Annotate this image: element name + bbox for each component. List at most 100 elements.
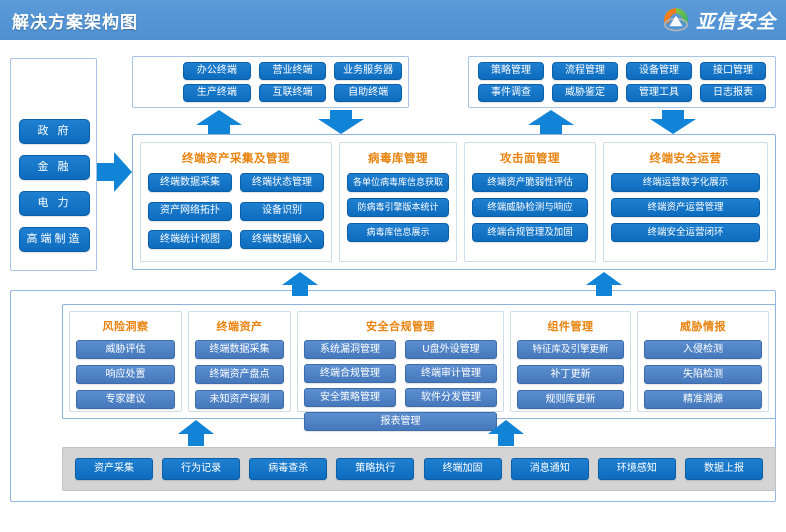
item-terminal-data-input[interactable]: 终端数据输入 xyxy=(240,230,324,250)
mgmt-process[interactable]: 流程管理 xyxy=(552,62,618,80)
page-header: 解决方案架构图 xyxy=(0,0,786,40)
item-asset-vulnerability-assessment[interactable]: 终端资产脆弱性评估 xyxy=(472,173,588,192)
arrow-up-to-platform-left xyxy=(178,420,214,446)
item-signature-engine-update[interactable]: 特征库及引擎更新 xyxy=(517,340,624,359)
panel-items-security-operations: 终端运营数字化展示 终端资产运营管理 终端安全运营闭环 xyxy=(611,173,760,253)
item-ops-closed-loop[interactable]: 终端安全运营闭环 xyxy=(611,223,760,242)
industry-list: 政 府 金 融 电 力 高端制造 xyxy=(19,119,90,252)
panel-items-security-compliance: 系统漏洞管理 U盘外设管理 终端合规管理 终端审计管理 安全策略管理 软件分发管… xyxy=(304,340,497,431)
item-patch-update[interactable]: 补丁更新 xyxy=(517,365,624,384)
agent-message-notification[interactable]: 消息通知 xyxy=(510,458,589,480)
item-rule-library-update[interactable]: 规则库更新 xyxy=(517,390,624,409)
panel-attack-surface: 攻击面管理 终端资产脆弱性评估 终端威胁检测与响应 终端合规管理及加固 xyxy=(464,142,596,262)
item-compromise-detection[interactable]: 失陷检测 xyxy=(644,365,762,384)
panel-items-risk-insight: 威胁评估 响应处置 专家建议 xyxy=(76,340,175,409)
panel-endpoint-assets: 终端资产 终端数据采集 终端资产盘点 未知资产探测 xyxy=(188,311,291,412)
item-endpoint-asset-inventory[interactable]: 终端资产盘点 xyxy=(195,365,284,384)
panel-title-asset-collection: 终端资产采集及管理 xyxy=(182,153,290,165)
industry-sidebar: 政 府 金 融 电 力 高端制造 xyxy=(10,58,97,271)
item-asset-ops-management[interactable]: 终端资产运营管理 xyxy=(611,198,760,217)
mgmt-threat-id[interactable]: 威胁鉴定 xyxy=(552,84,618,102)
arrow-up-to-core-right xyxy=(586,272,622,296)
item-compliance-hardening[interactable]: 终端合规管理及加固 xyxy=(472,223,588,242)
agent-asset-collection[interactable]: 资产采集 xyxy=(75,458,153,480)
terminal-business[interactable]: 营业终端 xyxy=(258,62,327,80)
mgmt-policy[interactable]: 策略管理 xyxy=(478,62,544,80)
item-report-management[interactable]: 报表管理 xyxy=(304,412,497,431)
item-security-policy-mgmt[interactable]: 安全策略管理 xyxy=(304,388,396,407)
panel-component-management: 组件管理 特征库及引擎更新 补丁更新 规则库更新 xyxy=(510,311,631,412)
item-endpoint-audit-mgmt[interactable]: 终端审计管理 xyxy=(405,364,497,383)
item-usb-peripheral-mgmt[interactable]: U盘外设管理 xyxy=(405,340,497,359)
panel-title-security-compliance: 安全合规管理 xyxy=(366,321,435,333)
agent-endpoint-hardening[interactable]: 终端加固 xyxy=(423,458,502,480)
item-terminal-stats-view[interactable]: 终端统计视图 xyxy=(148,230,232,250)
item-endpoint-compliance-mgmt[interactable]: 终端合规管理 xyxy=(304,364,396,383)
panel-items-asset-collection: 终端数据采集 终端状态管理 资产网络拓扑 设备识别 终端统计视图 终端数据输入 xyxy=(148,173,324,253)
mgmt-incident[interactable]: 事件调查 xyxy=(478,84,544,102)
panel-title-virus-library: 病毒库管理 xyxy=(368,153,428,165)
ring-logo-icon xyxy=(662,6,690,34)
panel-items-endpoint-assets: 终端数据采集 终端资产盘点 未知资产探测 xyxy=(195,340,284,409)
item-endpoint-data-collection[interactable]: 终端数据采集 xyxy=(195,340,284,359)
agent-policy-execution[interactable]: 策略执行 xyxy=(336,458,415,480)
agent-behavior-logging[interactable]: 行为记录 xyxy=(162,458,241,480)
item-virus-info-display[interactable]: 病毒库信息展示 xyxy=(347,223,449,242)
terminal-selfservice[interactable]: 自助终端 xyxy=(334,84,402,102)
sidebar-item-power[interactable]: 电 力 xyxy=(19,191,90,216)
item-terminal-data-collection[interactable]: 终端数据采集 xyxy=(148,173,232,192)
item-unknown-asset-discovery[interactable]: 未知资产探测 xyxy=(195,390,284,409)
item-threat-detection-response[interactable]: 终端威胁检测与响应 xyxy=(472,198,588,217)
platform-function-panels: 风险洞察 威胁评估 响应处置 专家建议 终端资产 终端数据采集 终端资产盘点 未… xyxy=(69,311,769,431)
panel-items-component-management: 特征库及引擎更新 补丁更新 规则库更新 xyxy=(517,340,624,409)
item-ops-digital-display[interactable]: 终端运营数字化展示 xyxy=(611,173,760,192)
item-intrusion-detection[interactable]: 入侵检测 xyxy=(644,340,762,359)
mgmt-interface[interactable]: 接口管理 xyxy=(700,62,766,80)
panel-title-risk-insight: 风险洞察 xyxy=(102,321,149,333)
item-response-disposal[interactable]: 响应处置 xyxy=(76,365,175,384)
arrow-down-terminals xyxy=(318,110,364,134)
item-unit-virus-info-fetch[interactable]: 各单位病毒库信息获取 xyxy=(347,173,449,192)
management-capabilities-box: 策略管理 流程管理 设备管理 接口管理 事件调查 威胁鉴定 管理工具 日志报表 xyxy=(468,56,776,108)
panel-virus-library: 病毒库管理 各单位病毒库信息获取 防病毒引擎版本统计 病毒库信息展示 xyxy=(339,142,457,262)
sidebar-item-manufacturing[interactable]: 高端制造 xyxy=(19,227,90,252)
agent-environment-awareness[interactable]: 环境感知 xyxy=(597,458,676,480)
item-expert-advice[interactable]: 专家建议 xyxy=(76,390,175,409)
item-device-identification[interactable]: 设备识别 xyxy=(240,201,324,221)
panel-title-endpoint-assets: 终端资产 xyxy=(216,321,263,333)
panel-risk-insight: 风险洞察 威胁评估 响应处置 专家建议 xyxy=(69,311,182,412)
panel-title-threat-intelligence: 威胁情报 xyxy=(680,321,726,333)
arrow-up-to-platform-right xyxy=(488,420,524,446)
arrow-up-management xyxy=(528,110,574,134)
mgmt-device[interactable]: 设备管理 xyxy=(626,62,692,80)
panel-title-attack-surface: 攻击面管理 xyxy=(500,153,560,165)
compliance-grid: 系统漏洞管理 U盘外设管理 终端合规管理 终端审计管理 安全策略管理 软件分发管… xyxy=(304,340,497,407)
item-software-distribution-mgmt[interactable]: 软件分发管理 xyxy=(405,388,497,407)
item-terminal-status-mgmt[interactable]: 终端状态管理 xyxy=(240,173,324,192)
panel-items-threat-intelligence: 入侵检测 失陷检测 精准溯源 xyxy=(644,340,762,409)
management-capabilities-list: 策略管理 流程管理 设备管理 接口管理 事件调查 威胁鉴定 管理工具 日志报表 xyxy=(478,62,766,102)
mgmt-tools[interactable]: 管理工具 xyxy=(626,84,692,102)
item-precise-traceback[interactable]: 精准溯源 xyxy=(644,390,762,409)
item-threat-assessment[interactable]: 威胁评估 xyxy=(76,340,175,359)
core-capability-panels: 终端资产采集及管理 终端数据采集 终端状态管理 资产网络拓扑 设备识别 终端统计… xyxy=(140,142,768,262)
terminal-production[interactable]: 生产终端 xyxy=(183,84,251,102)
page-title: 解决方案架构图 xyxy=(12,12,138,32)
item-asset-network-topology[interactable]: 资产网络拓扑 xyxy=(148,201,232,221)
item-av-engine-version-stats[interactable]: 防病毒引擎版本统计 xyxy=(347,198,449,217)
arrow-up-to-core-left xyxy=(282,272,318,296)
terminal-internet[interactable]: 互联终端 xyxy=(258,84,327,102)
sidebar-item-government[interactable]: 政 府 xyxy=(19,119,90,144)
panel-title-security-operations: 终端安全运营 xyxy=(649,153,722,165)
agent-data-reporting[interactable]: 数据上报 xyxy=(684,458,763,480)
item-system-vulnerability-mgmt[interactable]: 系统漏洞管理 xyxy=(304,340,396,359)
agent-capability-bar: 资产采集 行为记录 病毒查杀 策略执行 终端加固 消息通知 环境感知 数据上报 xyxy=(62,447,776,491)
agent-virus-scan[interactable]: 病毒查杀 xyxy=(249,458,328,480)
terminal-office[interactable]: 办公终端 xyxy=(183,62,251,80)
mgmt-log-report[interactable]: 日志报表 xyxy=(700,84,766,102)
arrow-right-industries xyxy=(88,152,132,192)
sidebar-item-finance[interactable]: 金 融 xyxy=(19,155,90,180)
panel-items-virus-library: 各单位病毒库信息获取 防病毒引擎版本统计 病毒库信息展示 xyxy=(347,173,449,253)
terminal-server[interactable]: 业务服务器 xyxy=(334,62,402,80)
